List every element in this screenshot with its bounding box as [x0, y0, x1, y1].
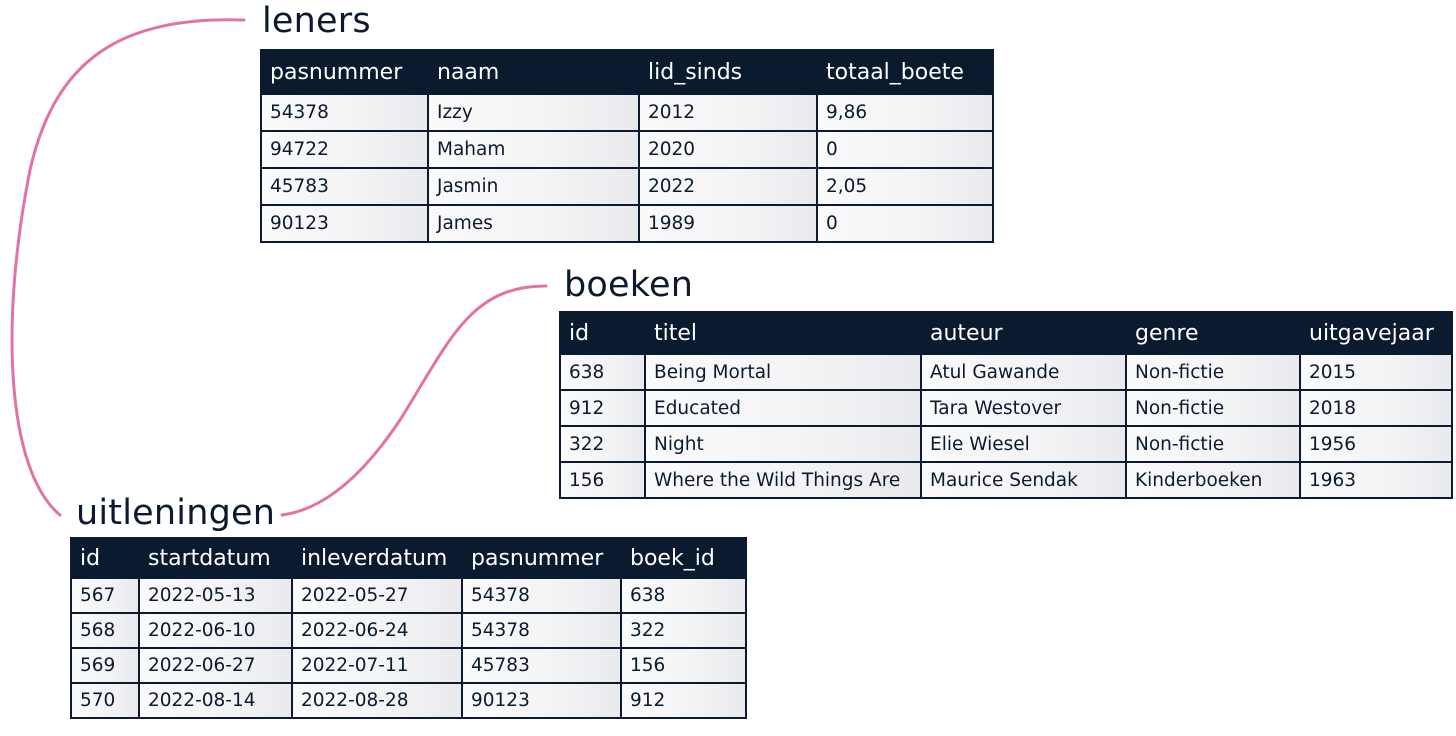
table-cell: 0 [816, 130, 994, 169]
table-cell: 54378 [461, 577, 622, 614]
leners-header-row: pasnummer naam lid_sinds totaal_boete [260, 49, 994, 95]
boeken-header-row: id titel auteur genre uitgavejaar [559, 311, 1453, 355]
uitleningen-table: id startdatum inleverdatum pasnummer boe… [70, 537, 747, 719]
table-cell: 912 [620, 682, 747, 719]
table-cell: 2022 [638, 167, 818, 206]
table-row: 570 2022-08-14 2022-08-28 90123 912 [70, 682, 747, 719]
column-header: inleverdatum [291, 537, 463, 579]
table-cell: 567 [70, 577, 140, 614]
table-cell: 2022-05-27 [291, 577, 463, 614]
table-cell: 2022-06-24 [291, 612, 463, 649]
table-cell: Educated [644, 389, 922, 427]
table-cell: 156 [559, 461, 646, 499]
table-cell: 1989 [638, 204, 818, 243]
table-cell: Maham [427, 130, 640, 169]
table-cell: Kinderboeken [1125, 461, 1301, 499]
table-row: 912 Educated Tara Westover Non-fictie 20… [559, 389, 1453, 427]
column-header: lid_sinds [638, 49, 818, 95]
table-row: 94722 Maham 2020 0 [260, 130, 994, 169]
table-cell: James [427, 204, 640, 243]
table-cell: 2022-08-28 [291, 682, 463, 719]
table-row: 156 Where the Wild Things Are Maurice Se… [559, 461, 1453, 499]
table-cell: 638 [559, 353, 646, 391]
table-cell: 156 [620, 647, 747, 684]
table-cell: 569 [70, 647, 140, 684]
column-header: id [559, 311, 646, 355]
column-header: id [70, 537, 140, 579]
table-cell: 9,86 [816, 93, 994, 132]
table-cell: 2020 [638, 130, 818, 169]
column-header: boek_id [620, 537, 747, 579]
table-cell: 638 [620, 577, 747, 614]
table-cell: Being Mortal [644, 353, 922, 391]
table-cell: 0 [816, 204, 994, 243]
table-cell: 912 [559, 389, 646, 427]
table-cell: Elie Wiesel [920, 425, 1127, 463]
table-cell: Atul Gawande [920, 353, 1127, 391]
connector-boeken-uitleningen [280, 284, 548, 517]
table-row: 567 2022-05-13 2022-05-27 54378 638 [70, 577, 747, 614]
leners-title: leners [262, 1, 371, 41]
table-cell: 568 [70, 612, 140, 649]
column-header: pasnummer [461, 537, 622, 579]
connector-leners-uitleningen [10, 18, 246, 517]
table-cell: Night [644, 425, 922, 463]
column-header: auteur [920, 311, 1127, 355]
table-cell: Maurice Sendak [920, 461, 1127, 499]
table-cell: 45783 [260, 167, 429, 206]
table-cell: 54378 [260, 93, 429, 132]
column-header: pasnummer [260, 49, 429, 95]
table-cell: Non-fictie [1125, 389, 1301, 427]
table-cell: 2022-08-14 [138, 682, 293, 719]
table-cell: 570 [70, 682, 140, 719]
column-header: uitgavejaar [1299, 311, 1453, 355]
table-cell: Non-fictie [1125, 353, 1301, 391]
boeken-table: id titel auteur genre uitgavejaar 638 Be… [559, 311, 1453, 499]
table-cell: Izzy [427, 93, 640, 132]
table-cell: 45783 [461, 647, 622, 684]
table-cell: 90123 [461, 682, 622, 719]
table-cell: 322 [620, 612, 747, 649]
table-cell: 2022-05-13 [138, 577, 293, 614]
table-cell: Non-fictie [1125, 425, 1301, 463]
table-row: 568 2022-06-10 2022-06-24 54378 322 [70, 612, 747, 649]
table-cell: 322 [559, 425, 646, 463]
table-cell: 90123 [260, 204, 429, 243]
table-row: 638 Being Mortal Atul Gawande Non-fictie… [559, 353, 1453, 391]
table-cell: 1963 [1299, 461, 1453, 499]
uitleningen-title: uitleningen [76, 493, 276, 533]
table-cell: 2015 [1299, 353, 1453, 391]
table-cell: 94722 [260, 130, 429, 169]
table-cell: 1956 [1299, 425, 1453, 463]
table-row: 90123 James 1989 0 [260, 204, 994, 243]
table-cell: 2022-06-27 [138, 647, 293, 684]
table-cell: 2022-07-11 [291, 647, 463, 684]
column-header: totaal_boete [816, 49, 994, 95]
leners-table: pasnummer naam lid_sinds totaal_boete 54… [260, 49, 994, 243]
table-cell: Jasmin [427, 167, 640, 206]
column-header: naam [427, 49, 640, 95]
uitleningen-header-row: id startdatum inleverdatum pasnummer boe… [70, 537, 747, 579]
boeken-title: boeken [564, 265, 694, 305]
column-header: startdatum [138, 537, 293, 579]
table-cell: 2022-06-10 [138, 612, 293, 649]
column-header: titel [644, 311, 922, 355]
table-row: 569 2022-06-27 2022-07-11 45783 156 [70, 647, 747, 684]
table-cell: Tara Westover [920, 389, 1127, 427]
table-cell: 2,05 [816, 167, 994, 206]
table-row: 54378 Izzy 2012 9,86 [260, 93, 994, 132]
table-row: 322 Night Elie Wiesel Non-fictie 1956 [559, 425, 1453, 463]
column-header: genre [1125, 311, 1301, 355]
table-row: 45783 Jasmin 2022 2,05 [260, 167, 994, 206]
table-cell: Where the Wild Things Are [644, 461, 922, 499]
table-cell: 2012 [638, 93, 818, 132]
table-cell: 54378 [461, 612, 622, 649]
table-cell: 2018 [1299, 389, 1453, 427]
